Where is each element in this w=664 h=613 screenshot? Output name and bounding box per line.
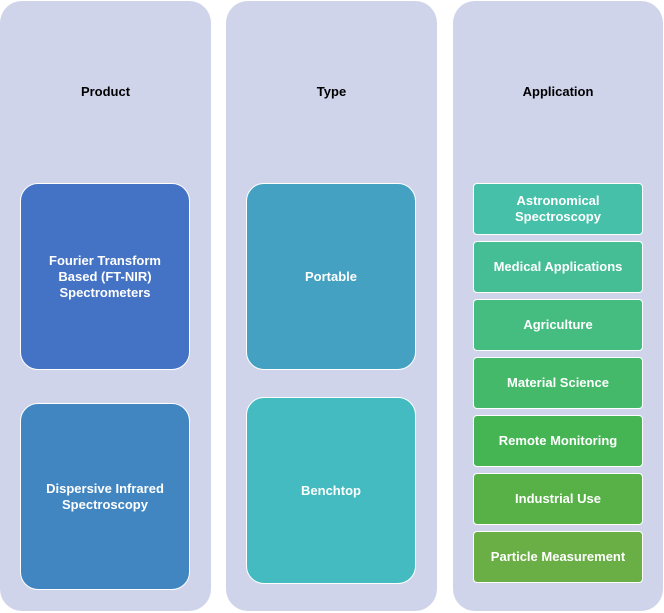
type-column: Type Portable Benchtop [226,1,437,611]
application-item-particle-measurement: Particle Measurement [473,531,643,583]
application-item-label: Remote Monitoring [498,433,618,448]
type-item-label: Portable [304,268,357,284]
type-item-label: Benchtop [301,482,361,498]
application-header: Application [522,84,594,99]
type-item-benchtop: Benchtop [246,397,416,584]
application-item-remote-monitoring: Remote Monitoring [473,415,643,467]
application-item-label: Particle Measurement [490,549,626,564]
product-item-label: Dispersive Infrared Spectroscopy [46,480,164,512]
application-item-label: Industrial Use [515,491,601,506]
application-item-industrial-use: Industrial Use [473,473,643,525]
type-header: Type [316,84,347,99]
application-item-label: Agriculture [523,317,593,332]
product-item-label: Fourier Transform Based (FT-NIR) Spectro… [49,252,161,300]
application-column: Application Astronomical Spectroscopy Me… [453,1,663,611]
application-item-material-science: Material Science [473,357,643,409]
product-header: Product [80,84,131,99]
application-item-label: Material Science [507,375,609,390]
application-item-medical: Medical Applications [473,241,643,293]
product-item-ft-nir: Fourier Transform Based (FT-NIR) Spectro… [20,183,190,370]
product-item-dispersive-ir: Dispersive Infrared Spectroscopy [20,403,190,590]
application-item-astronomical: Astronomical Spectroscopy [473,183,643,235]
product-column: Product Fourier Transform Based (FT-NIR)… [0,1,211,611]
application-item-label: Medical Applications [493,259,623,274]
type-item-portable: Portable [246,183,416,370]
application-item-label: Astronomical Spectroscopy [515,193,601,224]
application-item-agriculture: Agriculture [473,299,643,351]
